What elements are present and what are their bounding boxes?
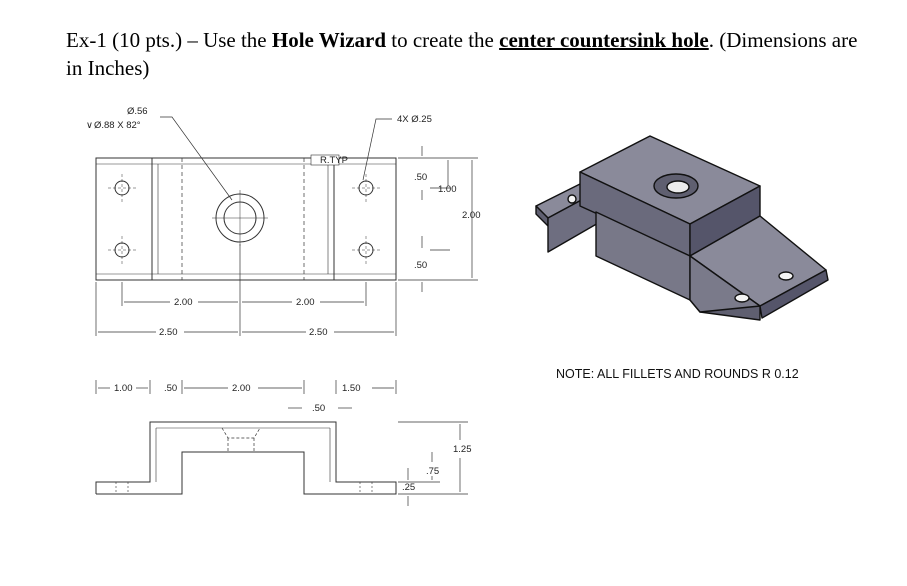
fillet-note: NOTE: ALL FILLETS AND ROUNDS R 0.12 — [556, 367, 799, 381]
dim-top-right-200: 2.00 — [462, 210, 481, 221]
left-flange-hole — [567, 194, 577, 204]
dim-top-right-50a: .50 — [414, 172, 427, 183]
dim-horiz-250-right: 2.50 — [309, 327, 328, 338]
top-view — [95, 116, 397, 281]
dim-horiz-200-left: 2.00 — [174, 297, 193, 308]
right-flange-hole-front — [734, 293, 750, 303]
heading-tool: Hole Wizard — [271, 28, 387, 52]
heading-middle: to create the — [386, 28, 500, 52]
heading-tail: . (Dimensions are in Inches) — [66, 28, 858, 80]
small-hole-bottom-left — [114, 242, 130, 258]
dim-front-200: 2.00 — [232, 383, 251, 394]
top-view-vertical-dims — [398, 146, 478, 292]
dim-horiz-250-left: 2.50 — [159, 327, 178, 338]
right-flange-hole-back — [778, 271, 794, 281]
top-view-horizontal-dims — [95, 244, 397, 336]
heading-exercise: Ex-1 (10 pts.) – Use the — [66, 28, 272, 52]
dim-horiz-200-right: 2.00 — [296, 297, 315, 308]
small-hole-bottom-right — [358, 242, 374, 258]
dim-front-50b: .50 — [312, 403, 325, 414]
dim-front-25: .25 — [402, 482, 415, 493]
dim-front-150: 1.50 — [342, 383, 361, 394]
dim-top-right-100: 1.00 — [438, 184, 457, 195]
small-hole-top-left — [114, 180, 130, 196]
isometric-part — [535, 135, 829, 321]
heading-target: center countersink hole — [499, 28, 709, 52]
dim-front-100: 1.00 — [114, 383, 133, 394]
countersink-symbol: ∨ — [86, 120, 93, 131]
small-hole-top-right — [358, 180, 374, 196]
front-view — [95, 421, 397, 495]
top-view-outline — [95, 157, 397, 281]
exercise-heading: Ex-1 (10 pts.) – Use the Hole Wizard to … — [66, 26, 866, 82]
round-tag: R.TYP — [320, 155, 348, 166]
dim-front-125: 1.25 — [453, 444, 472, 455]
front-view-dims — [95, 380, 468, 506]
small-holes-callout: 4X Ø.25 — [397, 114, 432, 125]
dim-front-50a: .50 — [164, 383, 177, 394]
front-view-profile — [95, 421, 397, 495]
hole-callout-diameter: Ø.56 — [127, 106, 148, 117]
dim-top-right-50b: .50 — [414, 260, 427, 271]
hole-callout-countersink: Ø.88 X 82° — [94, 120, 141, 131]
dim-front-75: .75 — [426, 466, 439, 477]
